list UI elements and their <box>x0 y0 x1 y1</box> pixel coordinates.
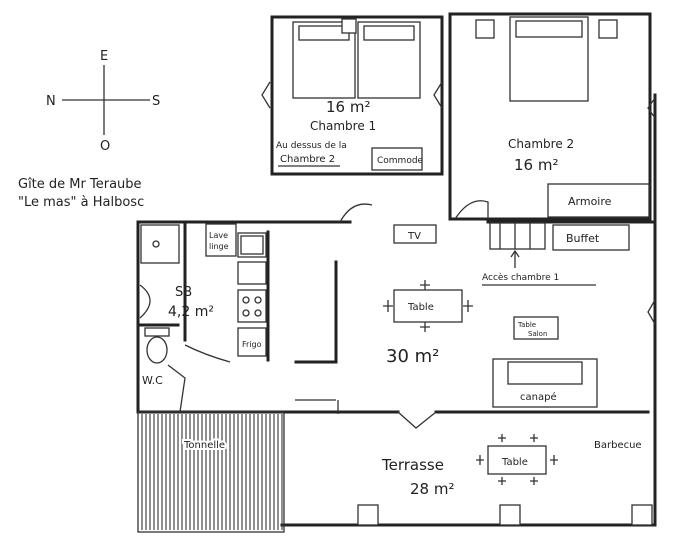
chambre-2-area: 16 m² <box>514 156 558 174</box>
terrace-table-label: Table <box>501 457 528 468</box>
terrace-table <box>487 445 547 475</box>
buffet-label: Buffet <box>566 232 600 245</box>
chambre-2-name: Chambre 2 <box>508 137 574 151</box>
tv-label: TV <box>407 231 421 242</box>
lave-linge-label-1: Lave <box>209 231 228 240</box>
sb-area: 4,2 m² <box>168 304 214 320</box>
pillar-1 <box>357 504 379 526</box>
chambre-2-note-line-2: Chambre 2 <box>280 154 335 165</box>
tv-unit <box>393 224 437 244</box>
compass-south-label: S <box>152 94 160 109</box>
room-chambre-1: 16 m² Chambre 1 Au dessus de la Chambre … <box>261 15 444 176</box>
counter <box>237 261 267 285</box>
acces-label: Accès chambre 1 <box>482 272 559 283</box>
room-sejour: TV Buffet Accès chambre 1 Table 30 m² Ta… <box>383 222 630 408</box>
toilet-bowl <box>146 336 168 364</box>
lave-linge <box>205 223 237 257</box>
compass-rose: N E S O <box>46 49 160 154</box>
chambre-2-note-line-1: Au dessus de la <box>276 141 347 151</box>
dining-table <box>393 289 463 323</box>
compass-east-label: E <box>100 49 108 64</box>
canape-label: canapé <box>520 391 557 403</box>
tonnelle: Tonnelle <box>137 411 285 533</box>
toilet-tank <box>144 327 170 337</box>
commode-label: Commode <box>377 156 424 166</box>
pillar-3 <box>631 504 653 526</box>
dining-table-label: Table <box>407 302 434 313</box>
nightstand-right <box>598 19 618 39</box>
tonnelle-name: Tonnelle <box>183 440 225 451</box>
room-chambre-2: Chambre 2 16 m² Armoire <box>448 12 652 221</box>
access-stairs <box>489 222 546 250</box>
fridge <box>237 327 267 357</box>
cooktop <box>237 289 267 323</box>
compass-west-label: O <box>100 139 110 154</box>
compass-north-label: N <box>46 94 56 109</box>
nightstand-left <box>475 19 495 39</box>
owner-line-2: "Le mas" à Halbosc <box>18 195 144 210</box>
lave-linge-label-2: linge <box>209 242 229 251</box>
frigo-label: Frigo <box>242 340 262 349</box>
chambre-1-area: 16 m² <box>326 98 370 116</box>
armoire-label: Armoire <box>568 195 612 208</box>
shower <box>140 224 180 264</box>
sb-name: SB <box>175 285 192 300</box>
barbecue-label: Barbecue <box>594 440 642 451</box>
wc-name: W.C <box>142 374 163 387</box>
coffee-table <box>513 316 559 340</box>
sejour-area: 30 m² <box>386 346 439 367</box>
pillar-2 <box>499 504 521 526</box>
washbasin <box>139 284 151 319</box>
chambre-1-name: Chambre 1 <box>310 119 376 133</box>
room-terrasse: Table Terrasse 28 m² Barbecue <box>357 434 653 526</box>
owner-line-1: Gîte de Mr Teraube <box>18 177 142 192</box>
kitchen: Lave linge Frigo <box>205 223 338 364</box>
nightstand <box>341 18 357 34</box>
table-salon-label-2: Salon <box>528 330 547 338</box>
terrasse-name: Terrasse <box>381 456 444 474</box>
terrasse-area: 28 m² <box>410 480 454 498</box>
commode <box>371 147 423 171</box>
buffet <box>552 224 630 251</box>
room-sb: SB 4,2 m² W.C <box>136 220 231 413</box>
armoire <box>547 183 650 218</box>
table-salon-label-1: Table <box>517 321 536 329</box>
